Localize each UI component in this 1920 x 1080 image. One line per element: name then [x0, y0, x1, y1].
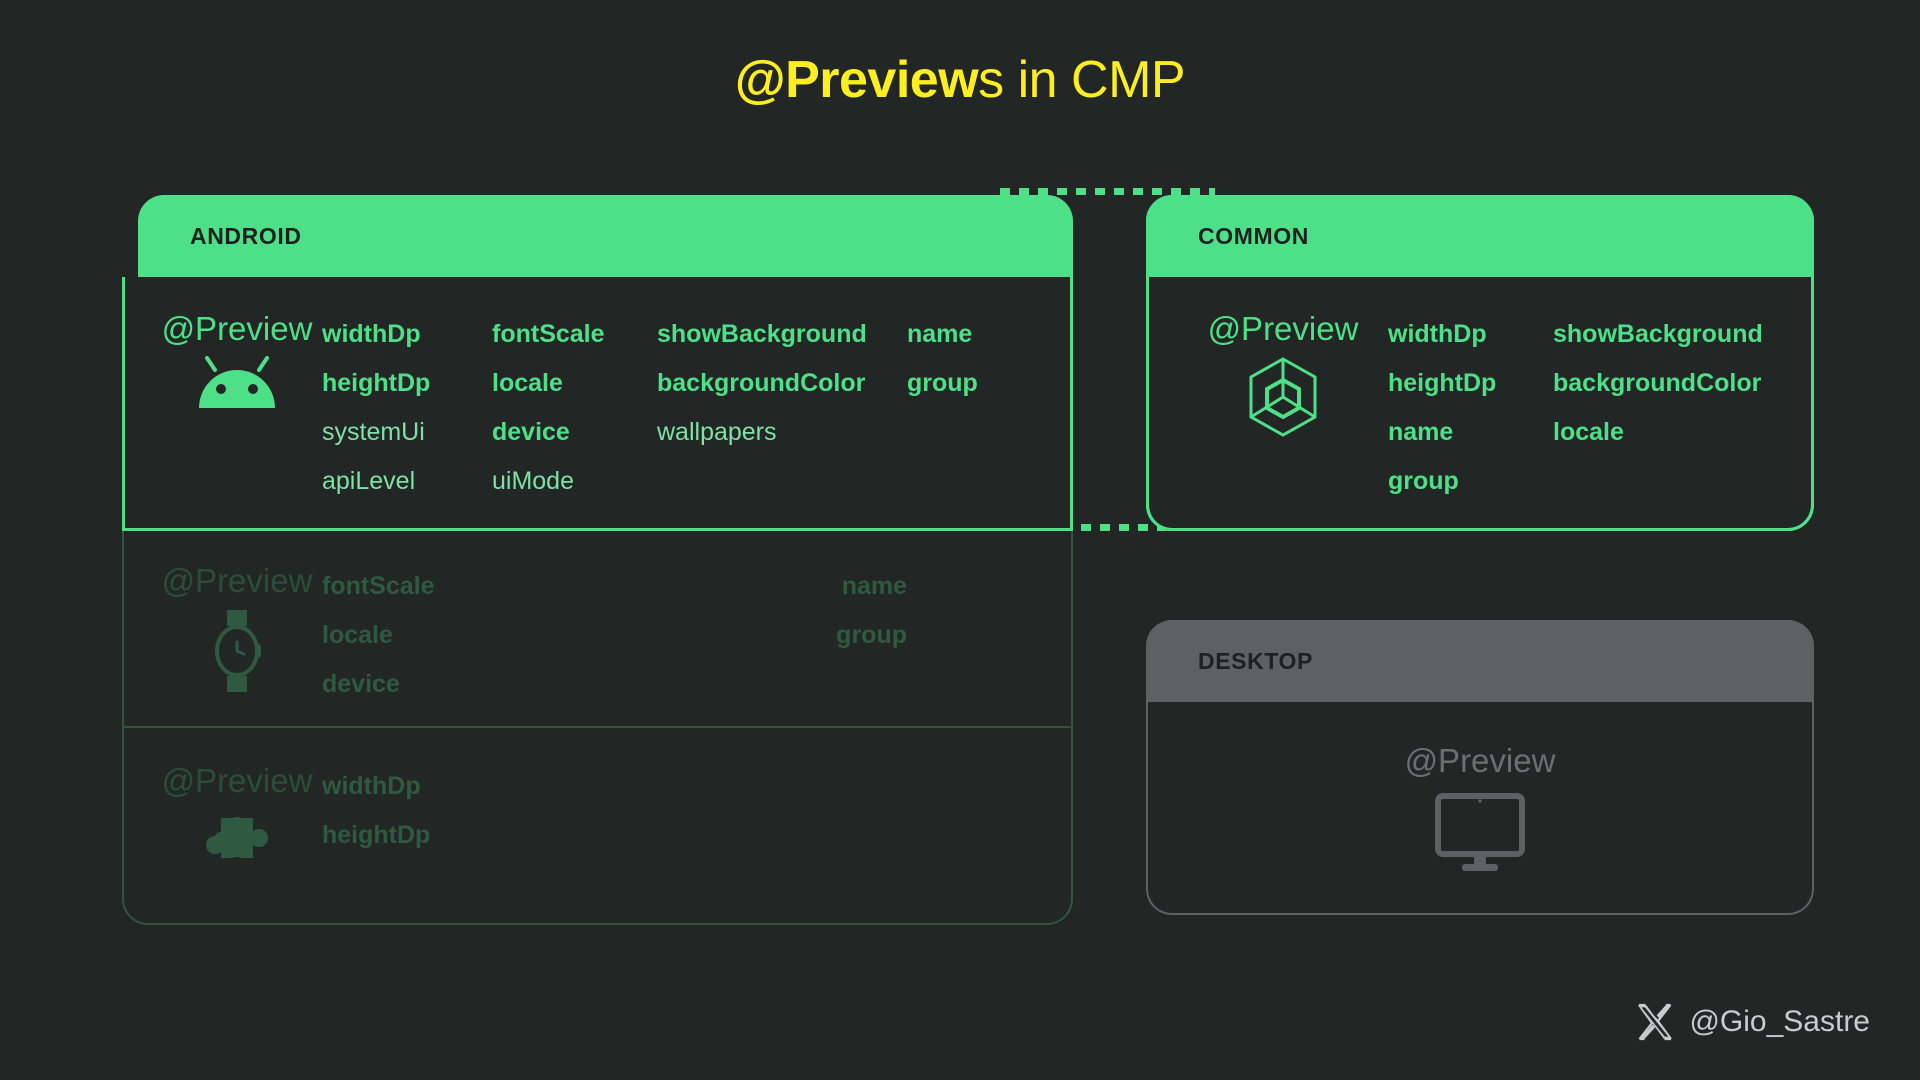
common-card-header: COMMON: [1146, 195, 1814, 277]
footer-credit: @Gio_Sastre: [1635, 1002, 1870, 1042]
param: group: [836, 621, 907, 649]
param: group: [1388, 467, 1459, 495]
param: group: [907, 369, 978, 397]
android-card-body: [122, 277, 1073, 531]
wear-col-1: name group: [657, 562, 907, 660]
desktop-card-header: DESKTOP: [1146, 620, 1814, 702]
page-title: @Previews in CMP: [0, 50, 1920, 110]
param: name: [841, 572, 907, 600]
param: uiMode: [492, 467, 574, 495]
wear-preview-annotation: @Preview: [152, 562, 322, 694]
param: showBackground: [657, 320, 867, 348]
android-preview-annotation: @Preview: [152, 310, 322, 414]
param: widthDp: [322, 772, 421, 800]
wear-col-0: fontScale locale device: [322, 562, 657, 709]
android-preview-label: @Preview: [161, 310, 313, 347]
page-title-bold: @Preview: [734, 51, 979, 109]
param: device: [492, 418, 570, 446]
android-header-label: ANDROID: [190, 222, 302, 249]
param: fontScale: [322, 572, 435, 600]
android-wear-row-content: @Preview fontScale locale device name gr…: [152, 562, 907, 709]
param: backgroundColor: [657, 369, 866, 397]
wear-preview-label: @Preview: [161, 562, 313, 599]
common-col-0: widthDp heightDp name group: [1388, 310, 1553, 506]
param: widthDp: [1388, 320, 1487, 348]
param: apiLevel: [322, 467, 416, 495]
android-col-2: showBackground backgroundColor wallpaper…: [657, 310, 907, 457]
android-glance-row: [122, 728, 1073, 925]
param: heightDp: [322, 821, 431, 849]
watch-icon: [215, 610, 261, 692]
android-robot-icon: [199, 356, 275, 408]
common-preview-label: @Preview: [1207, 310, 1359, 347]
param: name: [907, 320, 973, 348]
android-col-1: fontScale locale device uiMode: [492, 310, 657, 506]
desktop-header-label: DESKTOP: [1198, 647, 1313, 674]
param: locale: [322, 621, 393, 649]
param: widthDp: [322, 320, 421, 348]
cube-icon: [1249, 357, 1317, 437]
connector-dotted-top: [1000, 188, 1215, 195]
android-card-header: ANDROID: [138, 195, 1073, 277]
common-col-1: showBackground backgroundColor locale: [1553, 310, 1793, 457]
android-col-0: widthDp heightDp systemUi apiLevel: [322, 310, 492, 506]
common-header-label: COMMON: [1198, 222, 1309, 249]
param: locale: [492, 369, 563, 397]
param: fontScale: [492, 320, 605, 348]
android-col-3: name group: [907, 310, 1027, 408]
param: name: [1388, 418, 1454, 446]
param: backgroundColor: [1553, 369, 1762, 397]
android-main-row-content: @Preview widthDp heightDp systemUi apiLe…: [152, 310, 1027, 506]
common-row-content: @Preview widthDp heightDp name group sho…: [1178, 310, 1793, 506]
android-glance-row-content: @Preview widthDp heightDp: [152, 762, 542, 880]
param: showBackground: [1553, 320, 1763, 348]
param: wallpapers: [657, 418, 777, 446]
desktop-card-body: @Preview: [1146, 702, 1814, 915]
param: systemUi: [322, 418, 425, 446]
glance-col-0: widthDp heightDp: [322, 762, 542, 860]
desktop-preview-label: @Preview: [1404, 741, 1556, 779]
glance-preview-label: @Preview: [161, 762, 313, 799]
glance-preview-annotation: @Preview: [152, 762, 322, 880]
x-logo-icon[interactable]: [1635, 1002, 1675, 1042]
android-wear-row: [122, 531, 1073, 728]
monitor-icon: [1435, 792, 1525, 871]
puzzle-piece-icon: [206, 816, 268, 858]
connector-dotted-bottom: [1062, 524, 1207, 531]
common-preview-annotation: @Preview: [1178, 310, 1388, 438]
param: locale: [1553, 418, 1624, 446]
footer-handle[interactable]: @Gio_Sastre: [1689, 1005, 1870, 1038]
param: heightDp: [322, 369, 431, 397]
page-title-rest: s in CMP: [978, 51, 1186, 109]
param: heightDp: [1388, 369, 1497, 397]
param: device: [322, 670, 400, 698]
